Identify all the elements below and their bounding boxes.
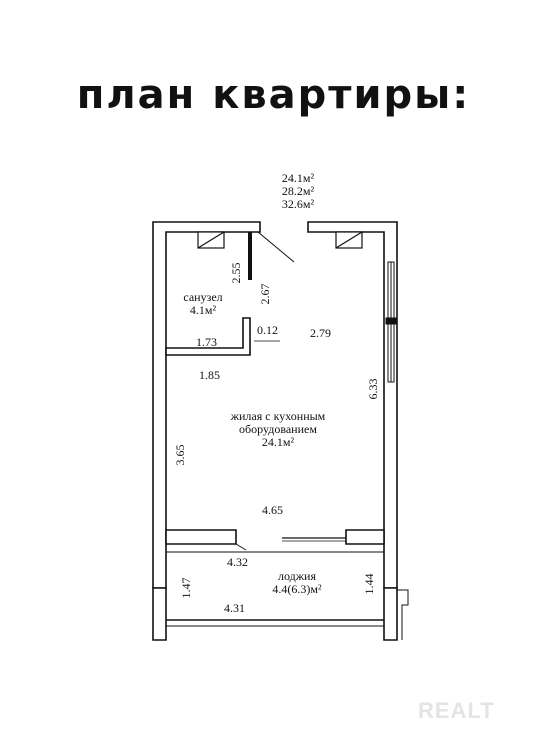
loggia-wall-right bbox=[345, 529, 385, 545]
dim-012: 0.12 bbox=[257, 323, 278, 337]
entrance-door-swing bbox=[257, 231, 295, 263]
loggia-name: лоджия bbox=[278, 569, 316, 583]
dim-267: 2.67 bbox=[258, 284, 272, 305]
vent-shaft-right-diagonal bbox=[335, 231, 363, 249]
dim-144: 1.44 bbox=[362, 574, 376, 595]
total-area-with-loggia-label: 32.6м² bbox=[282, 197, 315, 211]
dim-465: 4.65 bbox=[262, 503, 283, 517]
bathroom-name: санузел bbox=[183, 290, 222, 304]
window-right bbox=[385, 261, 397, 383]
dim-633: 6.33 bbox=[366, 379, 380, 400]
dim-255: 2.55 bbox=[229, 263, 243, 284]
bathroom-partition bbox=[165, 317, 251, 356]
loggia-edge-right bbox=[397, 589, 409, 640]
dim-147: 1.47 bbox=[179, 578, 193, 599]
loggia-parapet-left bbox=[152, 587, 167, 641]
dim-185: 1.85 bbox=[199, 368, 220, 382]
loggia-wall-left bbox=[165, 529, 237, 545]
living-area-label: 24.1м² bbox=[282, 171, 315, 185]
dim-432: 4.32 bbox=[227, 555, 248, 569]
vent-shaft-left-diagonal bbox=[197, 231, 225, 249]
dim-279: 2.79 bbox=[310, 326, 331, 340]
bathroom-area: 4.1м² bbox=[190, 303, 217, 317]
dim-173: 1.73 bbox=[196, 335, 217, 349]
loggia-door-swing bbox=[235, 543, 247, 551]
main-room-name-line1: жилая с кухонным bbox=[230, 409, 326, 423]
main-room-name-line2: оборудованием bbox=[239, 422, 317, 436]
main-room-area: 24.1м² bbox=[262, 435, 295, 449]
loggia-parapet-right bbox=[383, 587, 398, 641]
dim-431: 4.31 bbox=[224, 601, 245, 615]
total-area-label: 28.2м² bbox=[282, 184, 315, 198]
page-title: план квартиры: bbox=[76, 72, 471, 118]
dim-365: 3.65 bbox=[173, 445, 187, 466]
loggia-area: 4.4(6.3)м² bbox=[272, 582, 322, 596]
watermark: REALT bbox=[418, 698, 495, 723]
